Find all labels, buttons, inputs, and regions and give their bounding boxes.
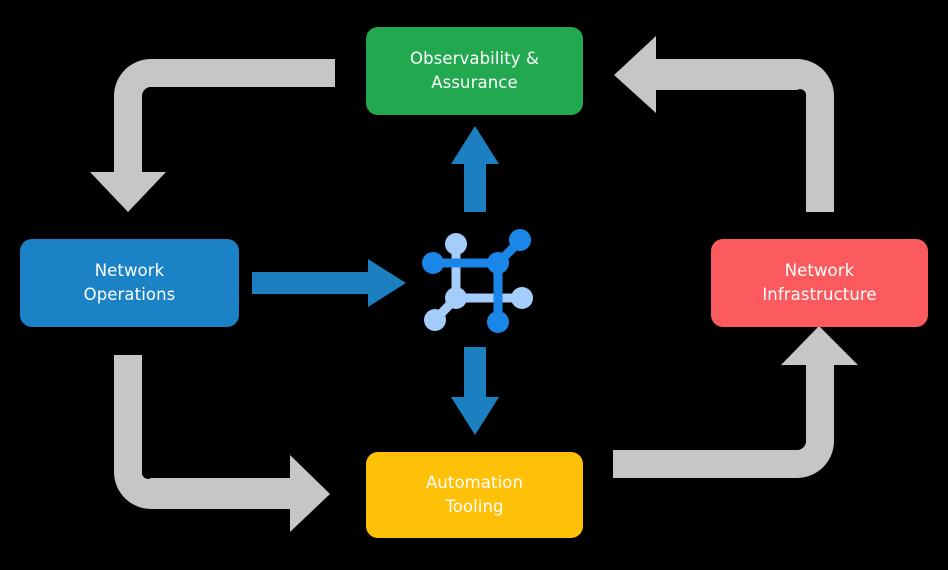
node-box-automation-tooling[interactable]: Automation Tooling bbox=[366, 452, 583, 538]
node-label-observability: Observability & Assurance bbox=[410, 49, 539, 92]
arrow-center-to-automation bbox=[451, 347, 499, 435]
arrow-operations-to-center bbox=[252, 259, 406, 307]
network-topology-icon bbox=[422, 229, 533, 333]
arrow-operations-to-automation bbox=[114, 355, 330, 532]
node-label-automation-tooling: Automation Tooling bbox=[425, 473, 524, 516]
node-box-network-infrastructure[interactable]: Network Infrastructure bbox=[711, 239, 928, 327]
node-label-network-operations: Network Operations bbox=[83, 261, 176, 304]
arrow-center-to-observability bbox=[451, 126, 499, 212]
arrow-observability-to-operations bbox=[90, 59, 335, 212]
node-box-observability[interactable]: Observability & Assurance bbox=[366, 27, 583, 115]
node-box-network-operations[interactable]: Network Operations bbox=[20, 239, 239, 327]
arrow-infrastructure-to-observability bbox=[614, 36, 834, 212]
arrow-automation-to-infrastructure bbox=[613, 326, 858, 478]
node-label-network-infrastructure: Network Infrastructure bbox=[762, 261, 877, 304]
